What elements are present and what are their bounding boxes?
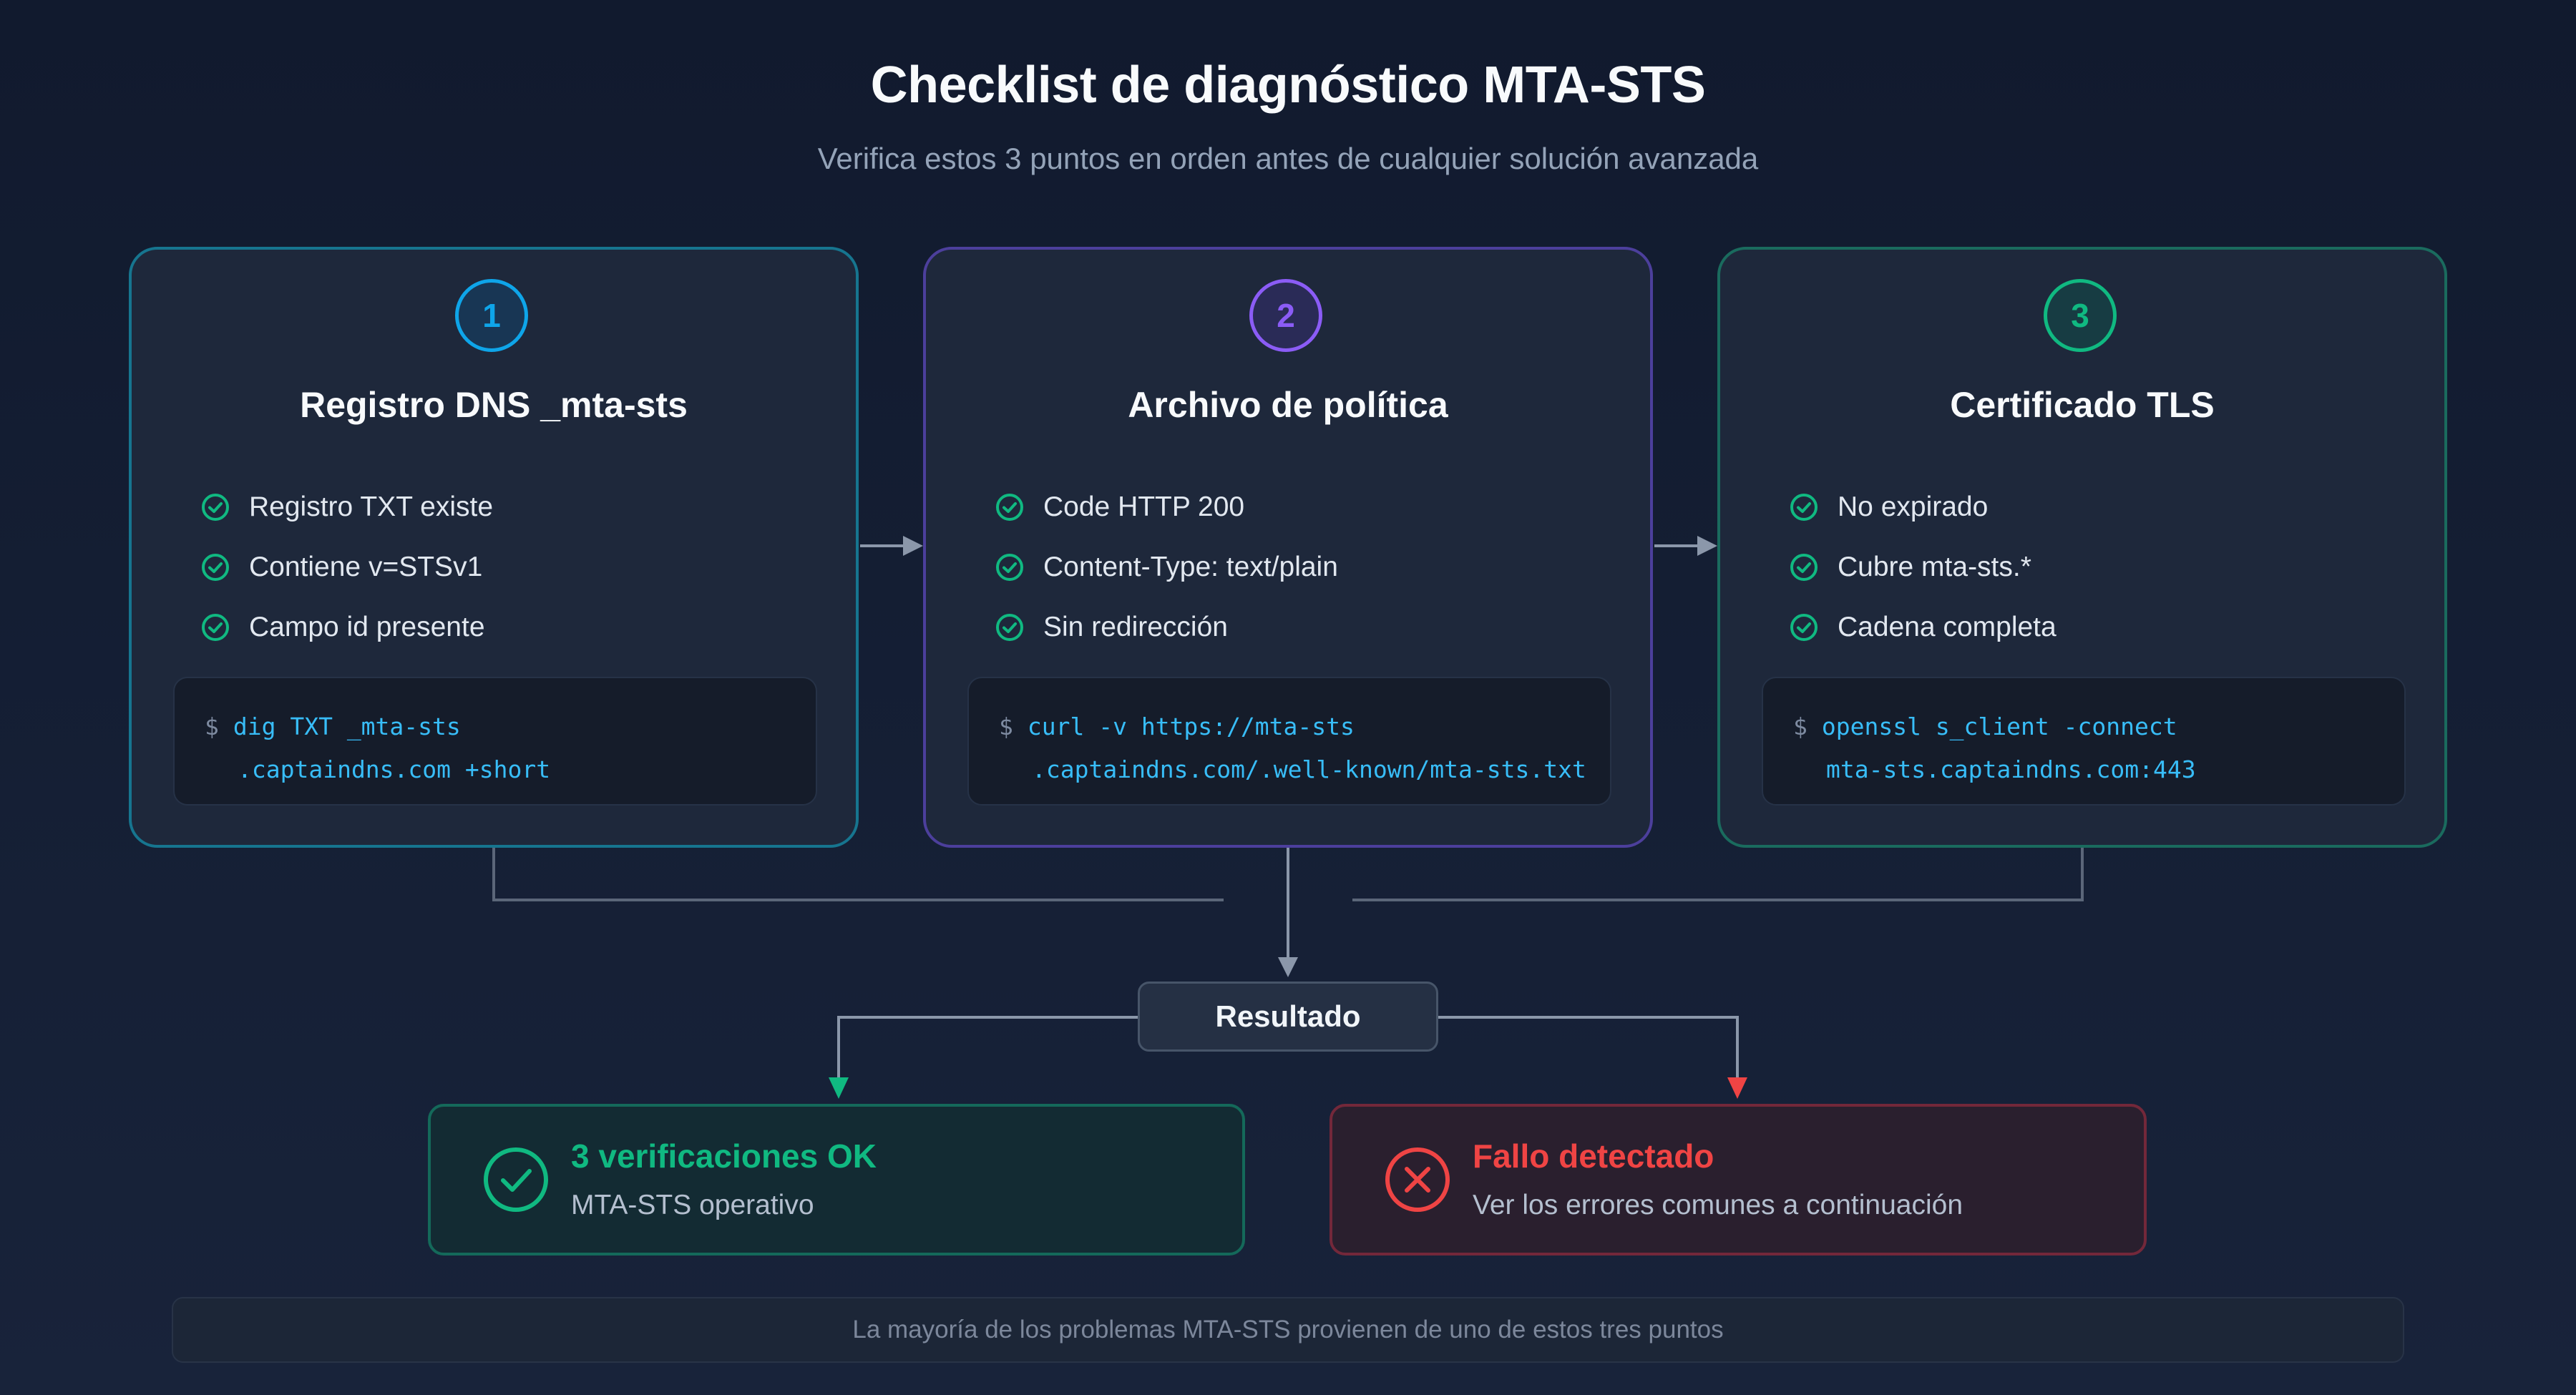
success-subtitle: MTA-STS operativo <box>571 1190 814 1220</box>
footer-note: La mayoría de los problemas MTA-STS prov… <box>172 1297 2404 1363</box>
step-number-badge: 2 <box>1249 279 1322 352</box>
branch-to-success <box>829 1016 1138 1099</box>
command-line-2: mta-sts.captaindns.com:443 <box>1826 755 2196 783</box>
step-title: Archivo de política <box>1128 385 1448 425</box>
command-block[interactable]: $ curl -v https://mta-sts .captaindns.com… <box>967 677 1611 806</box>
result-node: Resultado <box>1138 982 1438 1052</box>
checklist-item: Code HTTP 200 <box>995 477 1338 537</box>
step-card-policy: 2 Archivo de política Code HTTP 200 Cont… <box>923 247 1653 848</box>
checklist-item: No expirado <box>1789 477 2057 537</box>
step-title: Certificado TLS <box>1950 385 2215 425</box>
step-number-badge: 1 <box>455 279 528 352</box>
checklist-item: Cubre mta-sts.* <box>1789 537 2057 597</box>
checklist-item: Sin redirección <box>995 597 1338 657</box>
command-prompt: $ <box>1793 713 1807 740</box>
command-line-1: curl -v https://mta-sts <box>1027 713 1355 740</box>
failure-title: Fallo detectado <box>1473 1137 1714 1175</box>
command-block[interactable]: $ dig TXT _mta-sts .captaindns.com +short <box>173 677 817 806</box>
checklist-item-label: No expirado <box>1838 491 1989 522</box>
checklist: Code HTTP 200 Content-Type: text/plain S… <box>995 477 1338 657</box>
checklist-item-label: Cubre mta-sts.* <box>1838 552 2031 582</box>
checklist: No expirado Cubre mta-sts.* Cadena compl… <box>1789 477 2057 657</box>
check-circle-icon <box>1790 614 1818 641</box>
branch-to-failure <box>1438 1016 1747 1099</box>
checklist-item: Registro TXT existe <box>200 477 493 537</box>
step-card-dns: 1 Registro DNS _mta-sts Registro TXT exi… <box>129 247 859 848</box>
check-circle-icon <box>996 554 1023 581</box>
command-line-1: dig TXT _mta-sts <box>233 713 461 740</box>
checklist-item: Campo id presente <box>200 597 493 657</box>
checklist-item-label: Campo id presente <box>249 612 485 642</box>
arrow-step2-to-step3 <box>1654 536 1717 556</box>
check-circle-icon <box>202 554 229 581</box>
command-line-2: .captaindns.com/.well-known/mta-sts.txt <box>1032 755 1586 783</box>
command-line-1: openssl s_client -connect <box>1821 713 2177 740</box>
check-circle-icon <box>484 1147 548 1212</box>
success-title: 3 verificaciones OK <box>571 1137 877 1175</box>
page-subtitle: Verifica estos 3 puntos en orden antes d… <box>817 142 1759 175</box>
command-prompt: $ <box>999 713 1013 740</box>
step-title: Registro DNS _mta-sts <box>300 385 688 425</box>
checklist: Registro TXT existe Contiene v=STSv1 Cam… <box>200 477 493 657</box>
check-circle-icon <box>202 614 229 641</box>
check-circle-icon <box>996 614 1023 641</box>
failure-outcome-box: Fallo detectado Ver los errores comunes … <box>1330 1104 2147 1256</box>
checklist-item-label: Content-Type: text/plain <box>1043 552 1338 582</box>
check-circle-icon <box>202 494 229 521</box>
success-outcome-box: 3 verificaciones OK MTA-STS operativo <box>428 1104 1245 1256</box>
checklist-item-label: Code HTTP 200 <box>1043 491 1245 522</box>
checklist-item: Contiene v=STSv1 <box>200 537 493 597</box>
check-circle-icon <box>996 494 1023 521</box>
command-prompt: $ <box>205 713 219 740</box>
arrow-step1-to-step2 <box>860 536 923 556</box>
check-circle-icon <box>1790 494 1818 521</box>
checklist-item-label: Registro TXT existe <box>249 491 494 522</box>
checklist-item-label: Sin redirección <box>1043 612 1228 642</box>
merge-lines-to-result <box>492 848 2084 977</box>
step-card-tls: 3 Certificado TLS No expirado Cubre mta-… <box>1717 247 2447 848</box>
failure-subtitle: Ver los errores comunes a continuación <box>1473 1190 1963 1220</box>
check-circle-icon <box>1790 554 1818 581</box>
checklist-item-label: Contiene v=STSv1 <box>249 552 483 582</box>
checklist-item: Content-Type: text/plain <box>995 537 1338 597</box>
step-number-badge: 3 <box>2044 279 2117 352</box>
x-circle-icon <box>1385 1147 1450 1212</box>
checklist-item-label: Cadena completa <box>1838 612 2057 642</box>
page-title: Checklist de diagnóstico MTA-STS <box>870 57 1706 114</box>
command-block[interactable]: $ openssl s_client -connect mta-sts.capta… <box>1762 677 2406 806</box>
checklist-item: Cadena completa <box>1789 597 2057 657</box>
command-line-2: .captaindns.com +short <box>238 755 551 783</box>
